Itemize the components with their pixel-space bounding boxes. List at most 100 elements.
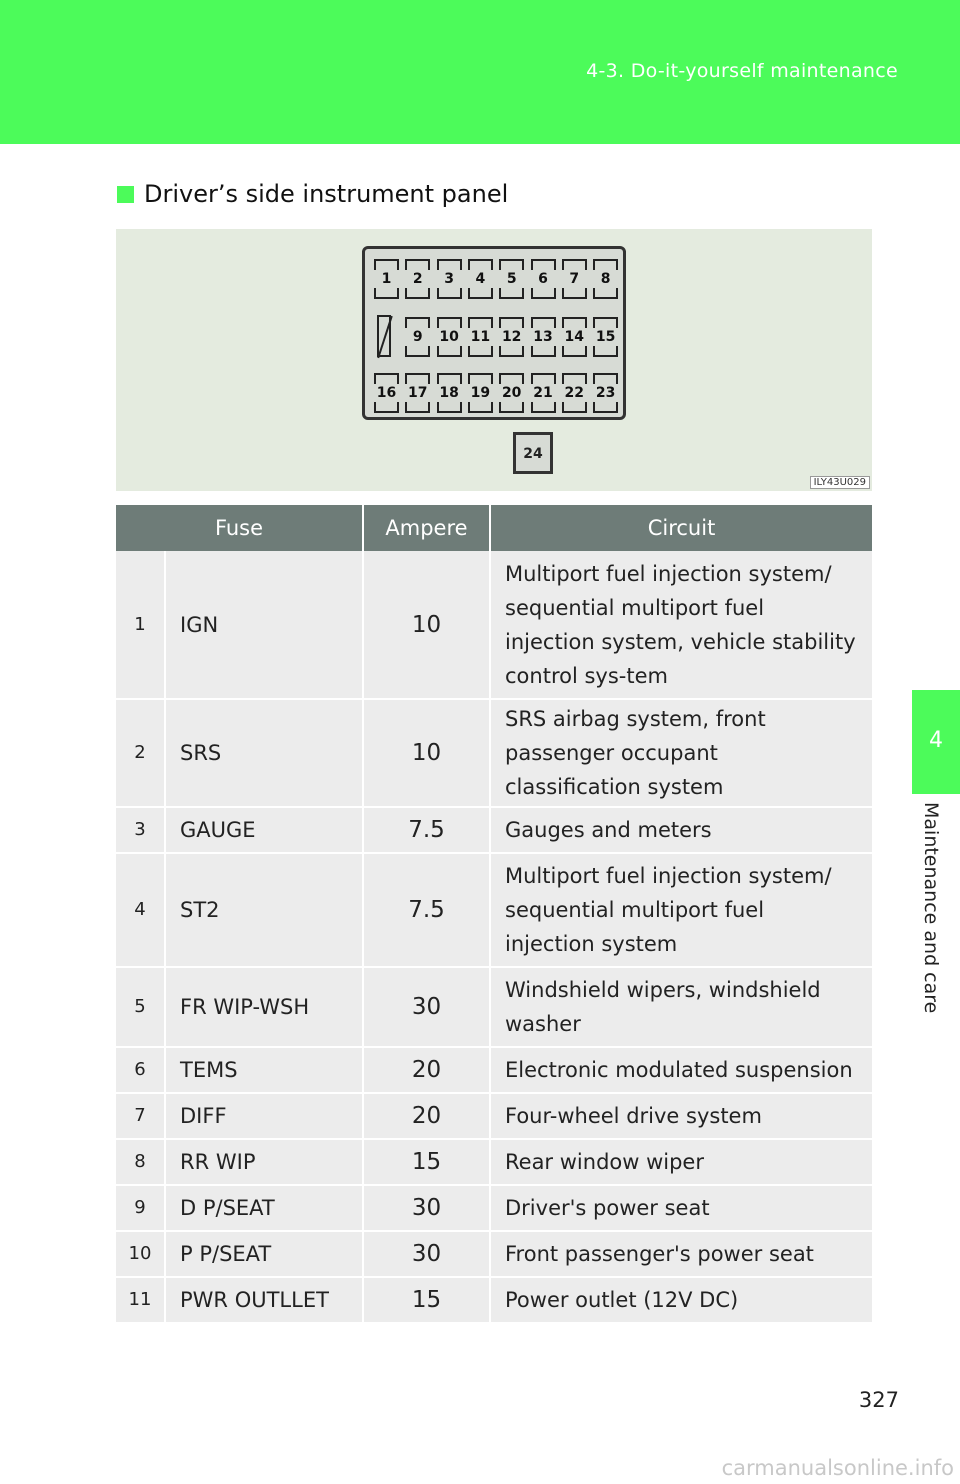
fuse-number: 1 — [381, 271, 392, 287]
fuse-number: 23 — [595, 385, 616, 401]
fuse-number: 13 — [533, 329, 553, 345]
square-bullet-icon — [117, 185, 134, 203]
fuse-slot: 17 — [405, 373, 431, 413]
fuse-number-cell: 9 — [116, 1185, 166, 1232]
fuse-number-cell: 1 — [116, 551, 166, 700]
fuse-slot: 5 — [499, 259, 525, 299]
fuse-slot: 6 — [530, 259, 556, 299]
ampere-cell: 30 — [363, 967, 491, 1048]
fuse-number: 5 — [506, 271, 517, 287]
chapter-number: 4 — [929, 728, 943, 753]
fuse-name-cell: TEMS — [165, 1047, 364, 1094]
fuse-number: 19 — [470, 385, 491, 401]
fuse-name-cell: DIFF — [165, 1093, 364, 1140]
fuse-slot: 23 — [593, 373, 619, 413]
fuse-slot: 3 — [436, 259, 462, 299]
fuse-slot: 16 — [374, 373, 399, 413]
ampere-cell: 30 — [363, 1231, 491, 1278]
fuse-slot: 14 — [561, 317, 587, 357]
fuse-name-cell: FR WIP-WSH — [165, 967, 364, 1048]
ampere-cell: 15 — [363, 1277, 491, 1324]
figure-code: ILY43U029 — [809, 476, 870, 489]
fuse-number: 3 — [444, 271, 454, 287]
fuse-number: 15 — [595, 329, 616, 345]
fuse-slot: 22 — [561, 373, 587, 413]
circuit-cell: Front passenger's power seat — [490, 1231, 872, 1278]
page-number: 327 — [858, 1388, 899, 1412]
fuse-number-cell: 7 — [116, 1093, 166, 1140]
ampere-cell: 10 — [363, 551, 491, 700]
circuit-cell: Driver's power seat — [490, 1185, 872, 1232]
fuse-name-cell: D P/SEAT — [165, 1185, 364, 1232]
ampere-cell: 7.5 — [363, 807, 491, 854]
circuit-cell: Electronic modulated suspension — [490, 1047, 872, 1094]
fuse-slot: 21 — [530, 373, 556, 413]
fuse-number-cell: 11 — [116, 1277, 166, 1324]
fuse-name-cell: GAUGE — [165, 807, 364, 854]
section-heading-text: Driver’s side instrument panel — [144, 180, 509, 208]
fuse-number: 14 — [564, 329, 585, 345]
circuit-cell: SRS airbag system, front passenger occup… — [490, 699, 872, 808]
fuse-number: 10 — [439, 329, 459, 345]
ampere-cell: 10 — [363, 699, 491, 808]
watermark: carmanualsonline.info — [721, 1456, 954, 1480]
fuse-number: 8 — [600, 271, 611, 287]
circuit-cell: Multiport fuel injection system/ sequent… — [490, 551, 872, 700]
circuit-cell: Windshield wipers, windshield washer — [490, 967, 872, 1048]
fuse-number-cell: 5 — [116, 967, 166, 1048]
fuse-number: 18 — [439, 385, 459, 401]
ampere-cell: 20 — [363, 1047, 491, 1094]
fuse-name-cell: SRS — [165, 699, 364, 808]
circuit-cell: Multiport fuel injection system/ sequent… — [490, 853, 872, 968]
table-header-row: Fuse Ampere Circuit — [116, 505, 872, 551]
fuse-slot: 2 — [405, 259, 431, 299]
chapter-tab: 4 — [912, 690, 960, 794]
circuit-cell: Four-wheel drive system — [490, 1093, 872, 1140]
fuse-puller-icon — [377, 315, 391, 357]
ampere-cell: 15 — [363, 1139, 491, 1186]
fuse-slot: 11 — [467, 317, 493, 357]
fuse-name-cell: ST2 — [165, 853, 364, 968]
fuse-number: 21 — [533, 385, 553, 401]
ampere-cell: 7.5 — [363, 853, 491, 968]
fuse-number: 20 — [501, 385, 522, 401]
circuit-cell: Rear window wiper — [490, 1139, 872, 1186]
fuse-number-cell: 2 — [116, 699, 166, 808]
fuse-slot: 8 — [593, 259, 619, 299]
fuse-slot: 1 — [374, 259, 399, 299]
fuse-slot: 20 — [499, 373, 525, 413]
fuse-name-cell: RR WIP — [165, 1139, 364, 1186]
fuse-slot: 9 — [405, 317, 431, 357]
fuse-number-cell: 8 — [116, 1139, 166, 1186]
fuse-slot: 12 — [499, 317, 525, 357]
fuse-number-cell: 3 — [116, 807, 166, 854]
fuse-number: 12 — [501, 329, 522, 345]
fuse-number: 22 — [564, 385, 585, 401]
fuse-24: 24 — [513, 432, 553, 474]
fuse-name-cell: PWR OUTLLET — [165, 1277, 364, 1324]
fuse-slot: 13 — [530, 317, 556, 357]
header-fuse: Fuse — [116, 505, 364, 551]
ampere-cell: 20 — [363, 1093, 491, 1140]
header-circuit: Circuit — [490, 505, 872, 551]
fuse-number: 7 — [569, 271, 580, 287]
fuse-slot: 4 — [467, 259, 493, 299]
fuse-slot: 18 — [436, 373, 462, 413]
fuse-slot: 7 — [561, 259, 587, 299]
header-ampere: Ampere — [363, 505, 491, 551]
fuse-number: 11 — [470, 329, 491, 345]
fuse-slot: 10 — [436, 317, 462, 357]
fuse-number: 9 — [412, 329, 423, 345]
fuse-slot: 19 — [467, 373, 493, 413]
fuse-number-cell: 10 — [116, 1231, 166, 1278]
